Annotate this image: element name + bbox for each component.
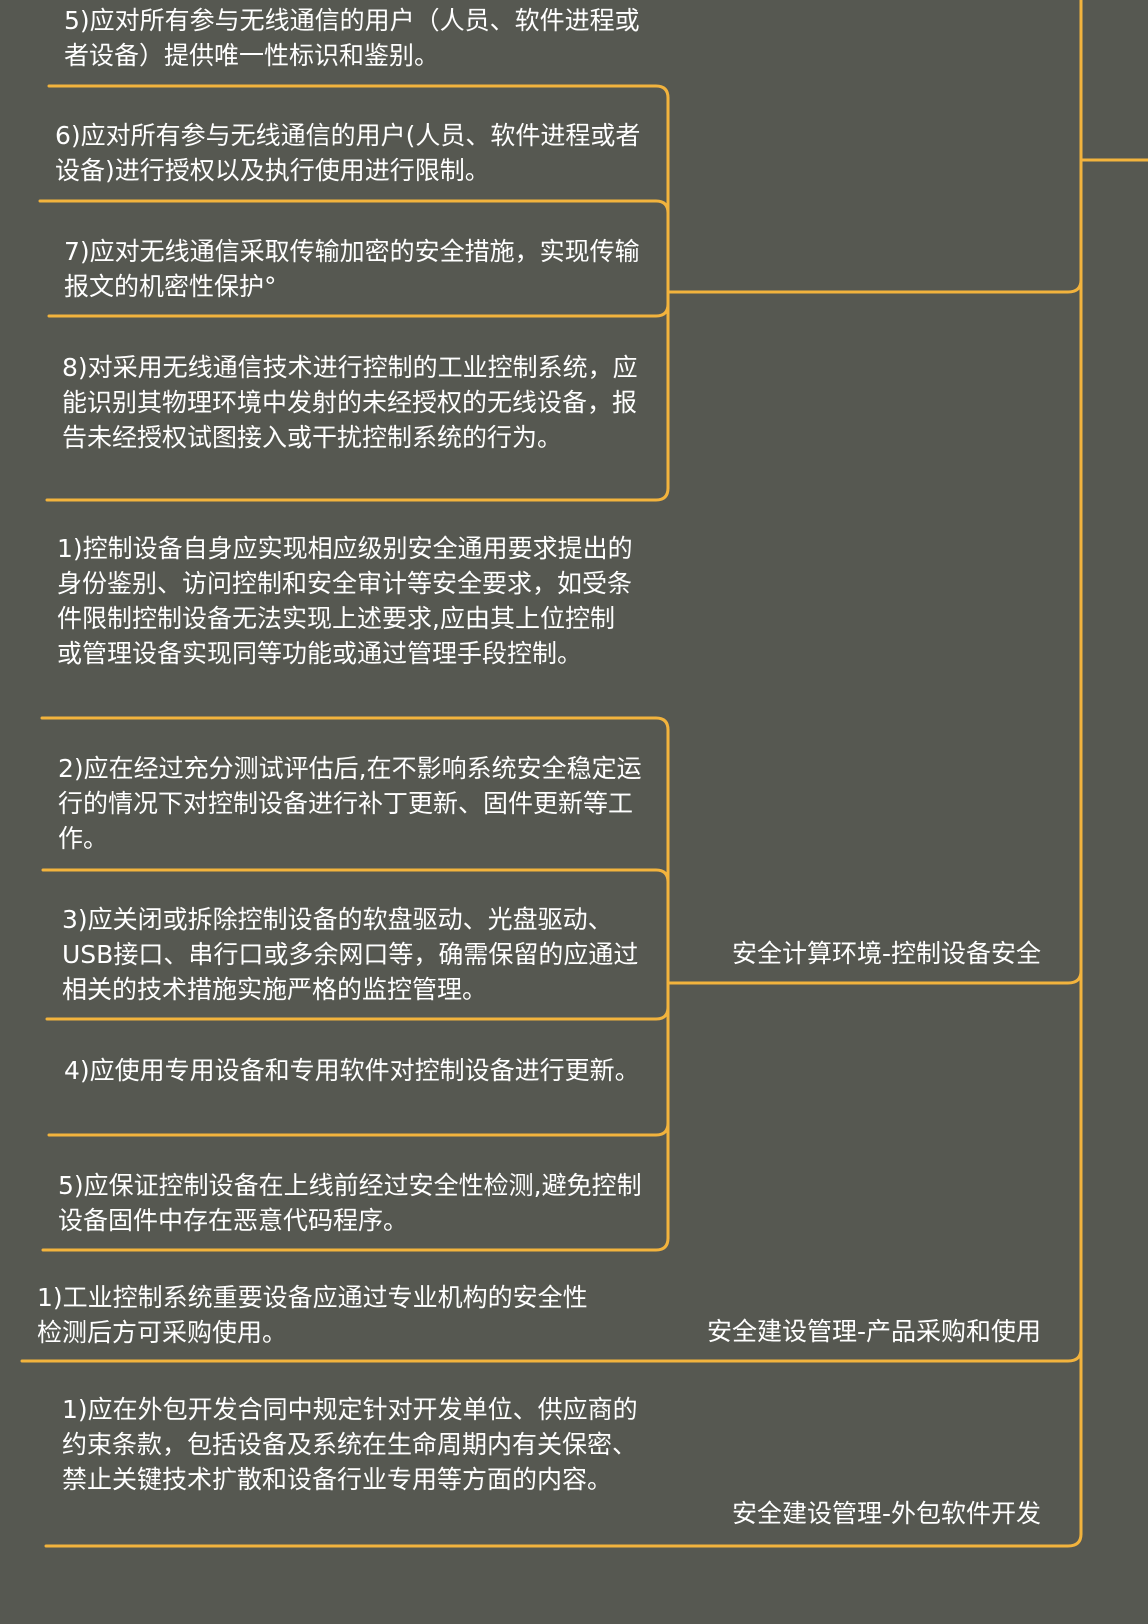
node-wireless-5[interactable]: 5)应对所有参与无线通信的用户（人员、软件进程或者设备）提供唯一性标识和鉴别。: [64, 6, 640, 70]
node-outsourcing-1[interactable]: 1)应在外包开发合同中规定针对开发单位、供应商的约束条款，包括设备及系统在生命周…: [62, 1395, 638, 1494]
node-wireless-6[interactable]: 6)应对所有参与无线通信的用户(人员、软件进程或者设备)进行授权以及执行使用进行…: [55, 121, 641, 185]
node-wireless-8[interactable]: 8)对采用无线通信技术进行控制的工业控制系统，应能识别其物理环境中发射的未经授权…: [62, 353, 638, 452]
node-control-4[interactable]: 4)应使用专用设备和专用软件对控制设备进行更新。: [64, 1056, 640, 1085]
node-control-5[interactable]: 5)应保证控制设备在上线前经过安全性检测,避免控制设备固件中存在恶意代码程序。: [58, 1171, 642, 1235]
group-label-outsourcing[interactable]: 安全建设管理-外包软件开发: [731, 1499, 1041, 1528]
node-procurement-1[interactable]: 1)工业控制系统重要设备应通过专业机构的安全性检测后方可采购使用。: [37, 1283, 588, 1347]
group-label-control-device[interactable]: 安全计算环境-控制设备安全: [731, 939, 1041, 968]
group-label-procurement[interactable]: 安全建设管理-产品采购和使用: [706, 1317, 1041, 1346]
node-wireless-7[interactable]: 7)应对无线通信采取传输加密的安全措施，实现传输报文的机密性保护°: [64, 237, 640, 301]
node-control-3[interactable]: 3)应关闭或拆除控制设备的软盘驱动、光盘驱动、USB接口、串行口或多余网口等，确…: [62, 905, 639, 1004]
node-control-1[interactable]: 1)控制设备自身应实现相应级别安全通用要求提出的身份鉴别、访问控制和安全审计等安…: [57, 534, 633, 668]
node-control-2[interactable]: 2)应在经过充分测试评估后,在不影响系统安全稳定运行的情况下对控制设备进行补丁更…: [58, 754, 642, 853]
